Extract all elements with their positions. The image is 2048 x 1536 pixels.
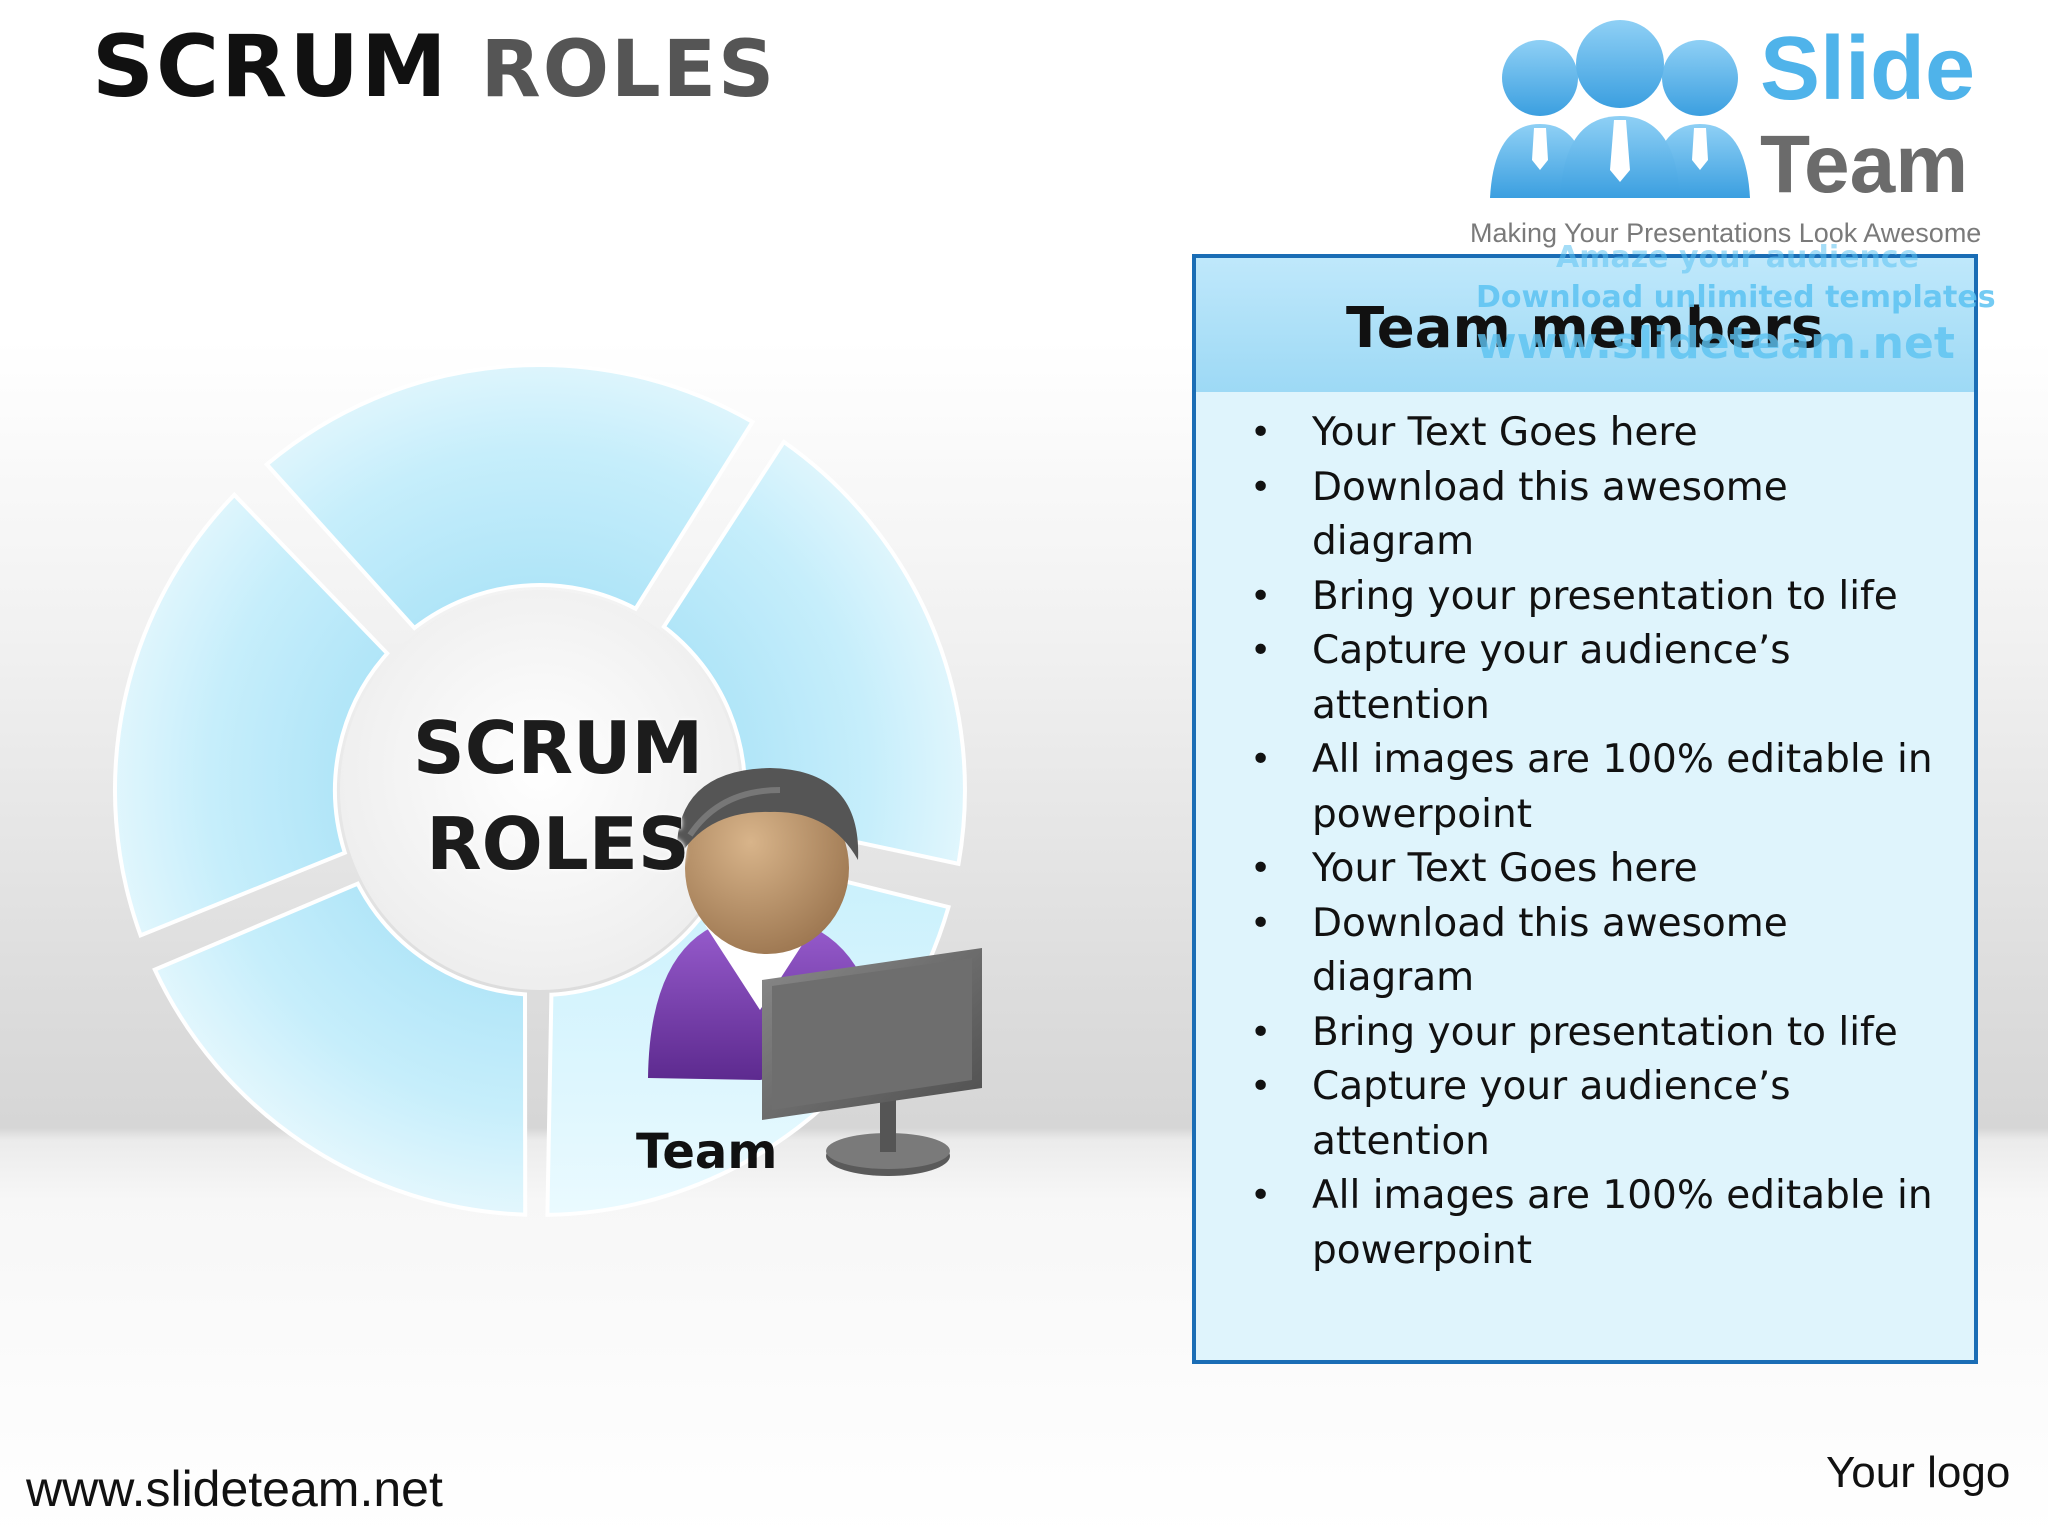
ring-segments	[113, 362, 967, 1217]
title-word-2: ROLES	[480, 25, 777, 115]
brand-slide-text: Slide	[1760, 19, 1976, 119]
list-item: All images are 100% editable in powerpoi…	[1196, 1169, 1974, 1278]
brand-people-icon	[1490, 20, 1750, 198]
ring-segment-top	[263, 362, 756, 631]
brand-logo: Slide Team Making Your Presentations Loo…	[1470, 19, 2030, 248]
list-item: Capture your audience’s attention	[1196, 624, 1974, 733]
list-item: Your Text Goes here	[1196, 406, 1974, 461]
ring-segment-left	[113, 491, 390, 939]
center-label-line-2: ROLES	[426, 802, 690, 886]
bullet-list: Your Text Goes here Download this awesom…	[1196, 406, 1974, 1278]
list-item: Bring your presentation to life	[1196, 570, 1974, 625]
brand-tagline: Making Your Presentations Look Awesome	[1470, 218, 1982, 248]
list-item: Download this awesome diagram	[1196, 461, 1974, 570]
ring-segment-bottom-left	[152, 881, 528, 1217]
computer-monitor-icon	[762, 948, 982, 1176]
list-item: All images are 100% editable in powerpoi…	[1196, 733, 1974, 842]
watermark-line-1: Amaze your audience	[1556, 240, 1919, 275]
footer-url: www.slideteam.net	[26, 1461, 443, 1517]
list-item: Your Text Goes here	[1196, 842, 1974, 897]
watermark-line-3: www.slideteam.net	[1476, 318, 1955, 369]
ring-segment-right	[661, 439, 967, 867]
list-item: Capture your audience’s attention	[1196, 1060, 1974, 1169]
list-item: Bring your presentation to life	[1196, 1006, 1974, 1061]
panel-title: Team members	[1345, 296, 1825, 361]
ring-hub	[340, 590, 740, 990]
watermark-line-2: Download unlimited templates	[1476, 280, 1996, 315]
center-label-line-1: SCRUM	[412, 706, 704, 790]
list-item: Download this awesome diagram	[1196, 897, 1974, 1006]
brand-team-text: Team	[1760, 119, 1969, 210]
footer-logo-placeholder: Your logo	[1826, 1448, 2011, 1497]
panel-header: Team members	[1196, 258, 1974, 392]
slide-title: SCRUM ROLES	[92, 20, 776, 115]
segment-label-team: Team	[636, 1124, 778, 1180]
team-members-panel: Team members Your Text Goes here Downloa…	[1192, 254, 1978, 1364]
title-word-1: SCRUM	[92, 17, 449, 117]
scrum-roles-ring-diagram	[113, 362, 982, 1217]
